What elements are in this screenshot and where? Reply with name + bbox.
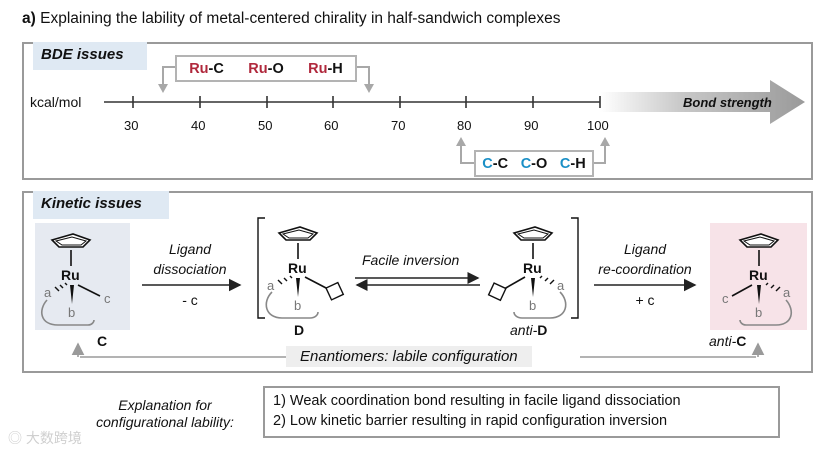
explanation-reasons-box: 1) Weak coordination bond resulting in f… bbox=[263, 386, 780, 438]
bond-strength-arrow bbox=[600, 80, 805, 124]
complex-antid-name: anti-D bbox=[510, 322, 548, 338]
antid-ligand-a: a bbox=[557, 278, 565, 293]
ru-o-bond: Ru-O bbox=[248, 60, 284, 77]
bde-panel bbox=[22, 42, 813, 180]
complex-antic-structure bbox=[731, 233, 793, 326]
antic-ligand-b: b bbox=[755, 305, 763, 320]
c-range-bracket bbox=[460, 144, 606, 164]
d-ligand-b: b bbox=[294, 298, 302, 313]
c-c-bond: C-C bbox=[482, 155, 509, 172]
dissociation-label: Ligand dissociation bbox=[153, 241, 227, 277]
figure-label: a) bbox=[22, 10, 36, 27]
inversion-label: Facile inversion bbox=[362, 252, 460, 268]
tick-90: 90 bbox=[524, 118, 539, 133]
c-o-bond: C-O bbox=[520, 155, 548, 172]
tick-40: 40 bbox=[191, 118, 206, 133]
c-ligand-c: c bbox=[104, 291, 111, 306]
ru-c-bond: Ru-C bbox=[189, 60, 224, 77]
ru-bonds-box: Ru-C Ru-O Ru-H bbox=[175, 55, 357, 82]
recoordination-label: Ligand re-coordination bbox=[598, 241, 692, 277]
complex-antic-name: anti-C bbox=[709, 333, 747, 349]
enantiomers-label: Enantiomers: labile configuration bbox=[286, 346, 532, 367]
c-h-bond: C-H bbox=[559, 155, 586, 172]
tick-70: 70 bbox=[391, 118, 406, 133]
ru-range-bracket bbox=[162, 66, 370, 86]
complex-antid-structure bbox=[487, 226, 567, 319]
figure-title: a) Explaining the lability of metal-cent… bbox=[22, 10, 560, 28]
bde-tag: BDE issues bbox=[33, 42, 147, 70]
complex-c-metal: Ru bbox=[61, 267, 80, 283]
reason-1: 1) Weak coordination bond resulting in f… bbox=[273, 393, 681, 409]
complex-d-metal: Ru bbox=[288, 260, 307, 276]
explanation-label: Explanation for configurational lability… bbox=[96, 397, 234, 430]
tick-100: 100 bbox=[587, 118, 609, 133]
tick-80: 80 bbox=[457, 118, 472, 133]
d-ligand-a: a bbox=[267, 278, 275, 293]
figure-title-text: Explaining the lability of metal-centere… bbox=[40, 10, 561, 27]
reason-2: 2) Low kinetic barrier resulting in rapi… bbox=[273, 413, 668, 429]
kinetic-tag: Kinetic issues bbox=[33, 191, 169, 219]
antic-ligand-a: a bbox=[783, 285, 791, 300]
tick-30: 30 bbox=[124, 118, 139, 133]
antid-ligand-b: b bbox=[529, 298, 537, 313]
antic-ligand-c: c bbox=[722, 291, 729, 306]
complex-antic-metal: Ru bbox=[749, 267, 768, 283]
axis-bond-strength-label: Bond strength bbox=[683, 95, 772, 110]
axis-unit-label: kcal/mol bbox=[30, 94, 82, 110]
recoordination-below: + c bbox=[635, 292, 655, 308]
kinetic-panel bbox=[22, 191, 813, 373]
c-ligand-b: b bbox=[68, 305, 76, 320]
ru-h-bond: Ru-H bbox=[308, 60, 343, 77]
watermark-logo-icon: ◎ bbox=[8, 430, 22, 446]
complex-c-name: C bbox=[97, 333, 108, 349]
watermark: ◎ 大数跨境 bbox=[8, 430, 82, 446]
tick-50: 50 bbox=[258, 118, 273, 133]
axis-ticks bbox=[132, 96, 601, 108]
complex-antid-metal: Ru bbox=[523, 260, 542, 276]
c-bonds-box: C-C C-O C-H bbox=[474, 150, 594, 177]
complex-d-structure bbox=[265, 226, 345, 319]
dissociation-below: - c bbox=[182, 292, 198, 308]
tick-60: 60 bbox=[324, 118, 339, 133]
complex-d-name: D bbox=[294, 322, 305, 338]
complex-c-structure bbox=[40, 233, 101, 326]
c-ligand-a: a bbox=[44, 285, 52, 300]
